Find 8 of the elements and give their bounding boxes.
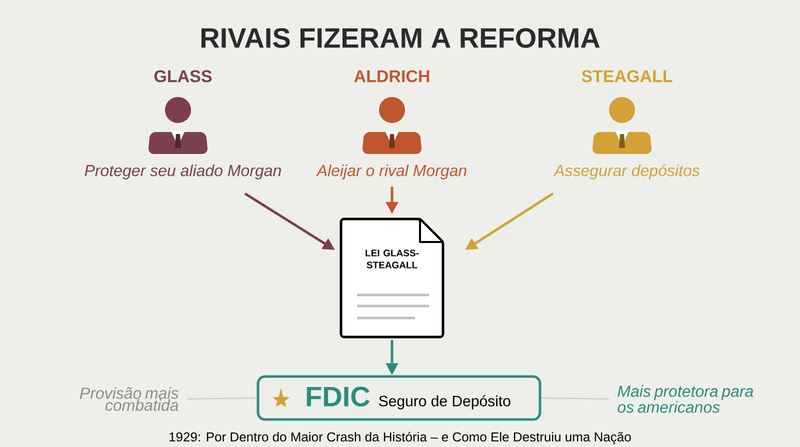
title: RIVAIS FIZERAM A REFORMA [201, 28, 600, 48]
note-text: Provisão mais combatida [80, 387, 178, 411]
note-text: Mais protetora para os americanos [618, 385, 754, 413]
caption: 1929: Por Dentro do Maior Crash da História – e Como Ele Destruiu uma Nação [168, 430, 632, 446]
fdic-box: FDIC Seguro de Depósito [256, 375, 542, 421]
person-label: GLASS Proteger seu aliado Morgan [84, 70, 281, 180]
person-label: STEAGALL Assegurar depósitos [553, 70, 700, 180]
person-label: ALDRICH Aleijar o rival Morgan [316, 70, 466, 180]
